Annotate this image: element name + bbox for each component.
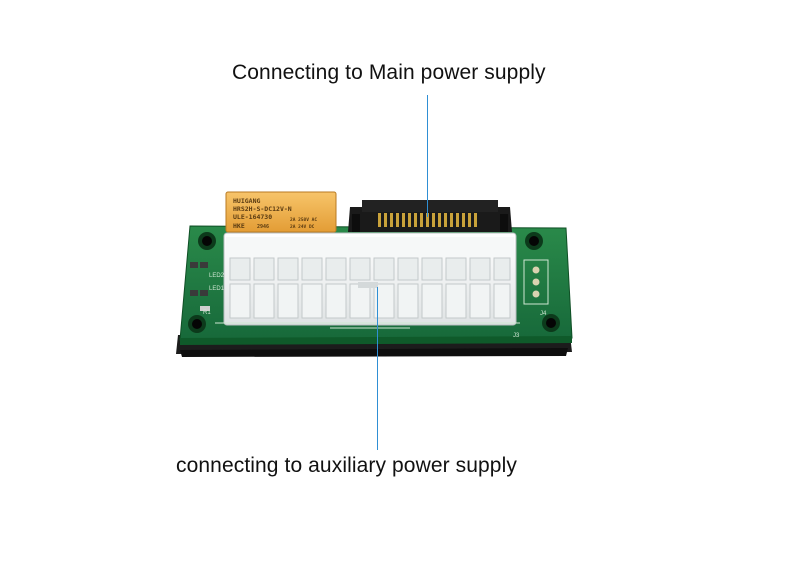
svg-text:2946: 2946 bbox=[257, 224, 269, 230]
smd-components bbox=[190, 262, 210, 311]
relay: HUIGANG HRS2H-S-DC12V-N ULE-164730 HKE 2… bbox=[225, 191, 337, 233]
svg-text:LED1: LED1 bbox=[209, 286, 225, 292]
svg-text:ULE-164730: ULE-164730 bbox=[233, 213, 272, 221]
aux-supply-label: connecting to auxiliary power supply bbox=[176, 454, 517, 477]
svg-text:HRS2H-S-DC12V-N: HRS2H-S-DC12V-N bbox=[233, 205, 292, 213]
svg-text:J4: J4 bbox=[540, 311, 547, 317]
j4-header bbox=[523, 259, 549, 305]
svg-text:HKE: HKE bbox=[233, 222, 245, 230]
svg-text:R1: R1 bbox=[203, 310, 211, 316]
atx-24pin-connector bbox=[223, 232, 517, 326]
svg-text:2A 250V AC: 2A 250V AC bbox=[290, 217, 317, 223]
mounting-holes bbox=[188, 232, 560, 333]
aux-supply-leader-line bbox=[377, 287, 378, 450]
svg-text:HUIGANG: HUIGANG bbox=[233, 197, 260, 205]
svg-text:J3: J3 bbox=[513, 333, 520, 339]
sata-connector bbox=[348, 200, 512, 232]
svg-text:LED2: LED2 bbox=[209, 273, 225, 279]
svg-text:2A 24V DC: 2A 24V DC bbox=[290, 224, 315, 230]
main-supply-leader-line bbox=[427, 95, 428, 217]
main-supply-label: Connecting to Main power supply bbox=[232, 61, 546, 84]
